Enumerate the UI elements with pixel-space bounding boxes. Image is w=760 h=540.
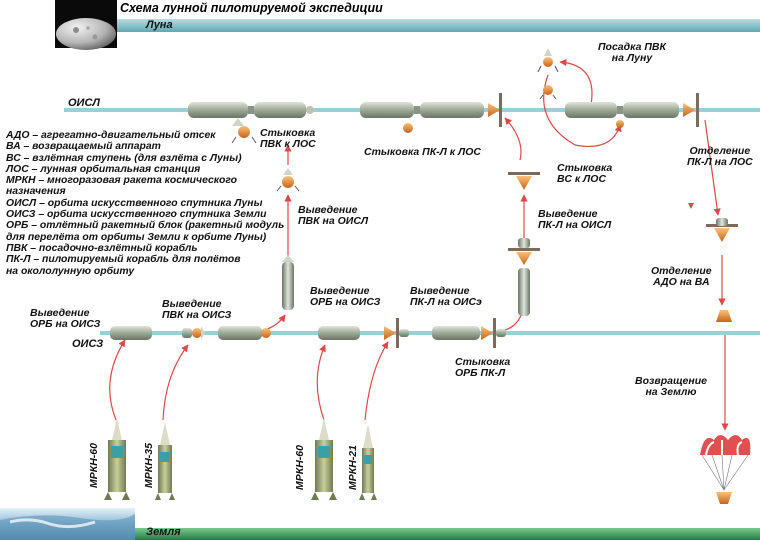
- pvk-on-oisz: [182, 326, 205, 340]
- pvk-orb-stack: [282, 255, 294, 310]
- flow-arrows: [109, 58, 729, 431]
- legend-row: ПВК – посадочно-взлётный корабль: [6, 242, 198, 254]
- diagram-title: Схема лунной пилотируемой экспедиции: [120, 1, 383, 15]
- parachute: [700, 435, 751, 504]
- label-pvk-to-oisl: Выведение ПВК на ОИСЛ: [298, 204, 369, 227]
- arrow-mrkn21-pkl: [364, 341, 389, 421]
- legend-row: ПК-Л – пилотируемый корабль для полётов: [6, 254, 241, 266]
- orb-module-1: [110, 326, 152, 340]
- pkl-on-oisz: [384, 318, 409, 348]
- legend-row: ВА – возвращаемый аппарат: [6, 141, 161, 153]
- moon-label: Луна: [146, 19, 173, 31]
- label-dock-orb-pkl: Стыковка ОРБ ПК-Л: [455, 356, 511, 379]
- label-orb-to-oisz: Выведение ОРБ на ОИСЗ: [30, 307, 101, 330]
- label-pkl-to-oisl: Выведение ПК-Л на ОИСЛ: [538, 208, 612, 231]
- label-mrkn21: МРКН-21: [347, 445, 359, 490]
- va-capsule: [716, 310, 732, 322]
- legend-row: ОИСЗ – орбита искусственного спутника Зе…: [6, 209, 267, 221]
- arrow-mrkn60-orb2: [316, 344, 326, 421]
- rocket-mrkn35: [155, 422, 175, 500]
- arrow-mrkn60-orb: [109, 339, 126, 421]
- pkl-vertical-1: [508, 172, 540, 190]
- legend-row: ЛОС – лунная орбитальная станция: [6, 163, 201, 175]
- lunar-orbit-label: ОИСЛ: [68, 97, 100, 109]
- pvk-docked-1: [231, 118, 257, 144]
- arrow-pkl-los: [504, 117, 522, 161]
- rocket-mrkn60-1: [104, 418, 130, 500]
- los-station-1: [188, 102, 314, 118]
- label-mrkn60-2: МРКН-60: [294, 445, 306, 490]
- rocket-mrkn21: [359, 424, 377, 500]
- label-mrkn35: МРКН-35: [143, 443, 155, 488]
- earth-label: Земля: [146, 526, 181, 538]
- legend-row: МРКН – многоразовая ракета космического: [6, 175, 238, 187]
- label-return-earth: Возвращение на Землю: [635, 375, 707, 398]
- rocket-mrkn60-2: [311, 418, 337, 500]
- label-mrkn60-1: МРКН-60: [88, 443, 100, 488]
- arrow-mrkn35-pvk: [162, 344, 189, 421]
- pvk-lander: [537, 48, 559, 73]
- legend-row: ОИСЛ – орбита искусственного спутника Лу…: [6, 197, 263, 209]
- legend-row: АДО – агрегатно-двигательный отсек: [6, 130, 216, 141]
- label-pkl-to-oisz: Выведение ПК-Л на ОИСэ: [410, 285, 482, 308]
- legend-row: назначения: [6, 186, 66, 198]
- label-sep-pkl-los: Отделение ПК-Л на ЛОС: [687, 145, 753, 168]
- los-station-3: [565, 93, 699, 128]
- legend-row: для перелёта от орбиты Земли к орбите Лу…: [6, 231, 267, 243]
- arrow-vs-los: [543, 74, 622, 147]
- earth-band: [135, 528, 760, 540]
- label-dock-pvk-los: Стыковка ПВК к ЛОС: [260, 127, 316, 150]
- label-dock-vs-los: Стыковка ВС к ЛОС: [557, 162, 613, 185]
- moon-band: [55, 19, 760, 32]
- vs-ascent: [539, 85, 557, 100]
- pvk-ascending: [276, 168, 300, 192]
- legend-row: на окололунную орбиту: [6, 265, 135, 277]
- label-dock-pkl-los: Стыковка ПК-Л к ЛОС: [364, 146, 482, 158]
- arrow-separation-pkl: [704, 119, 721, 216]
- legend-row: ОРБ – отлётный ракетный блок (ракетный м…: [6, 220, 285, 232]
- pkl-separated: [706, 218, 738, 242]
- label-orb2-to-oisz: Выведение ОРБ на ОИСЗ: [310, 285, 381, 308]
- label-landing-pvk: Посадка ПВК на Луну: [598, 41, 666, 64]
- legend-row: ВС – взлётная ступень (для взлёта с Луны…: [6, 152, 242, 164]
- moon-image: [55, 0, 117, 50]
- pkl-orb-vertical: [508, 238, 540, 316]
- orb-module-2: [318, 326, 360, 340]
- earth-image: [0, 508, 135, 540]
- los-station-2: [360, 93, 502, 133]
- orb-pvk-docked: [218, 326, 271, 340]
- label-sep-ado-va: Отделение АДО на ВА: [651, 265, 712, 288]
- earth-orbit-label: ОИСЗ: [72, 338, 104, 350]
- label-pvk-to-oisz: Выведение ПВК на ОИСЗ: [162, 298, 232, 321]
- orb-pkl-docked: [432, 318, 506, 348]
